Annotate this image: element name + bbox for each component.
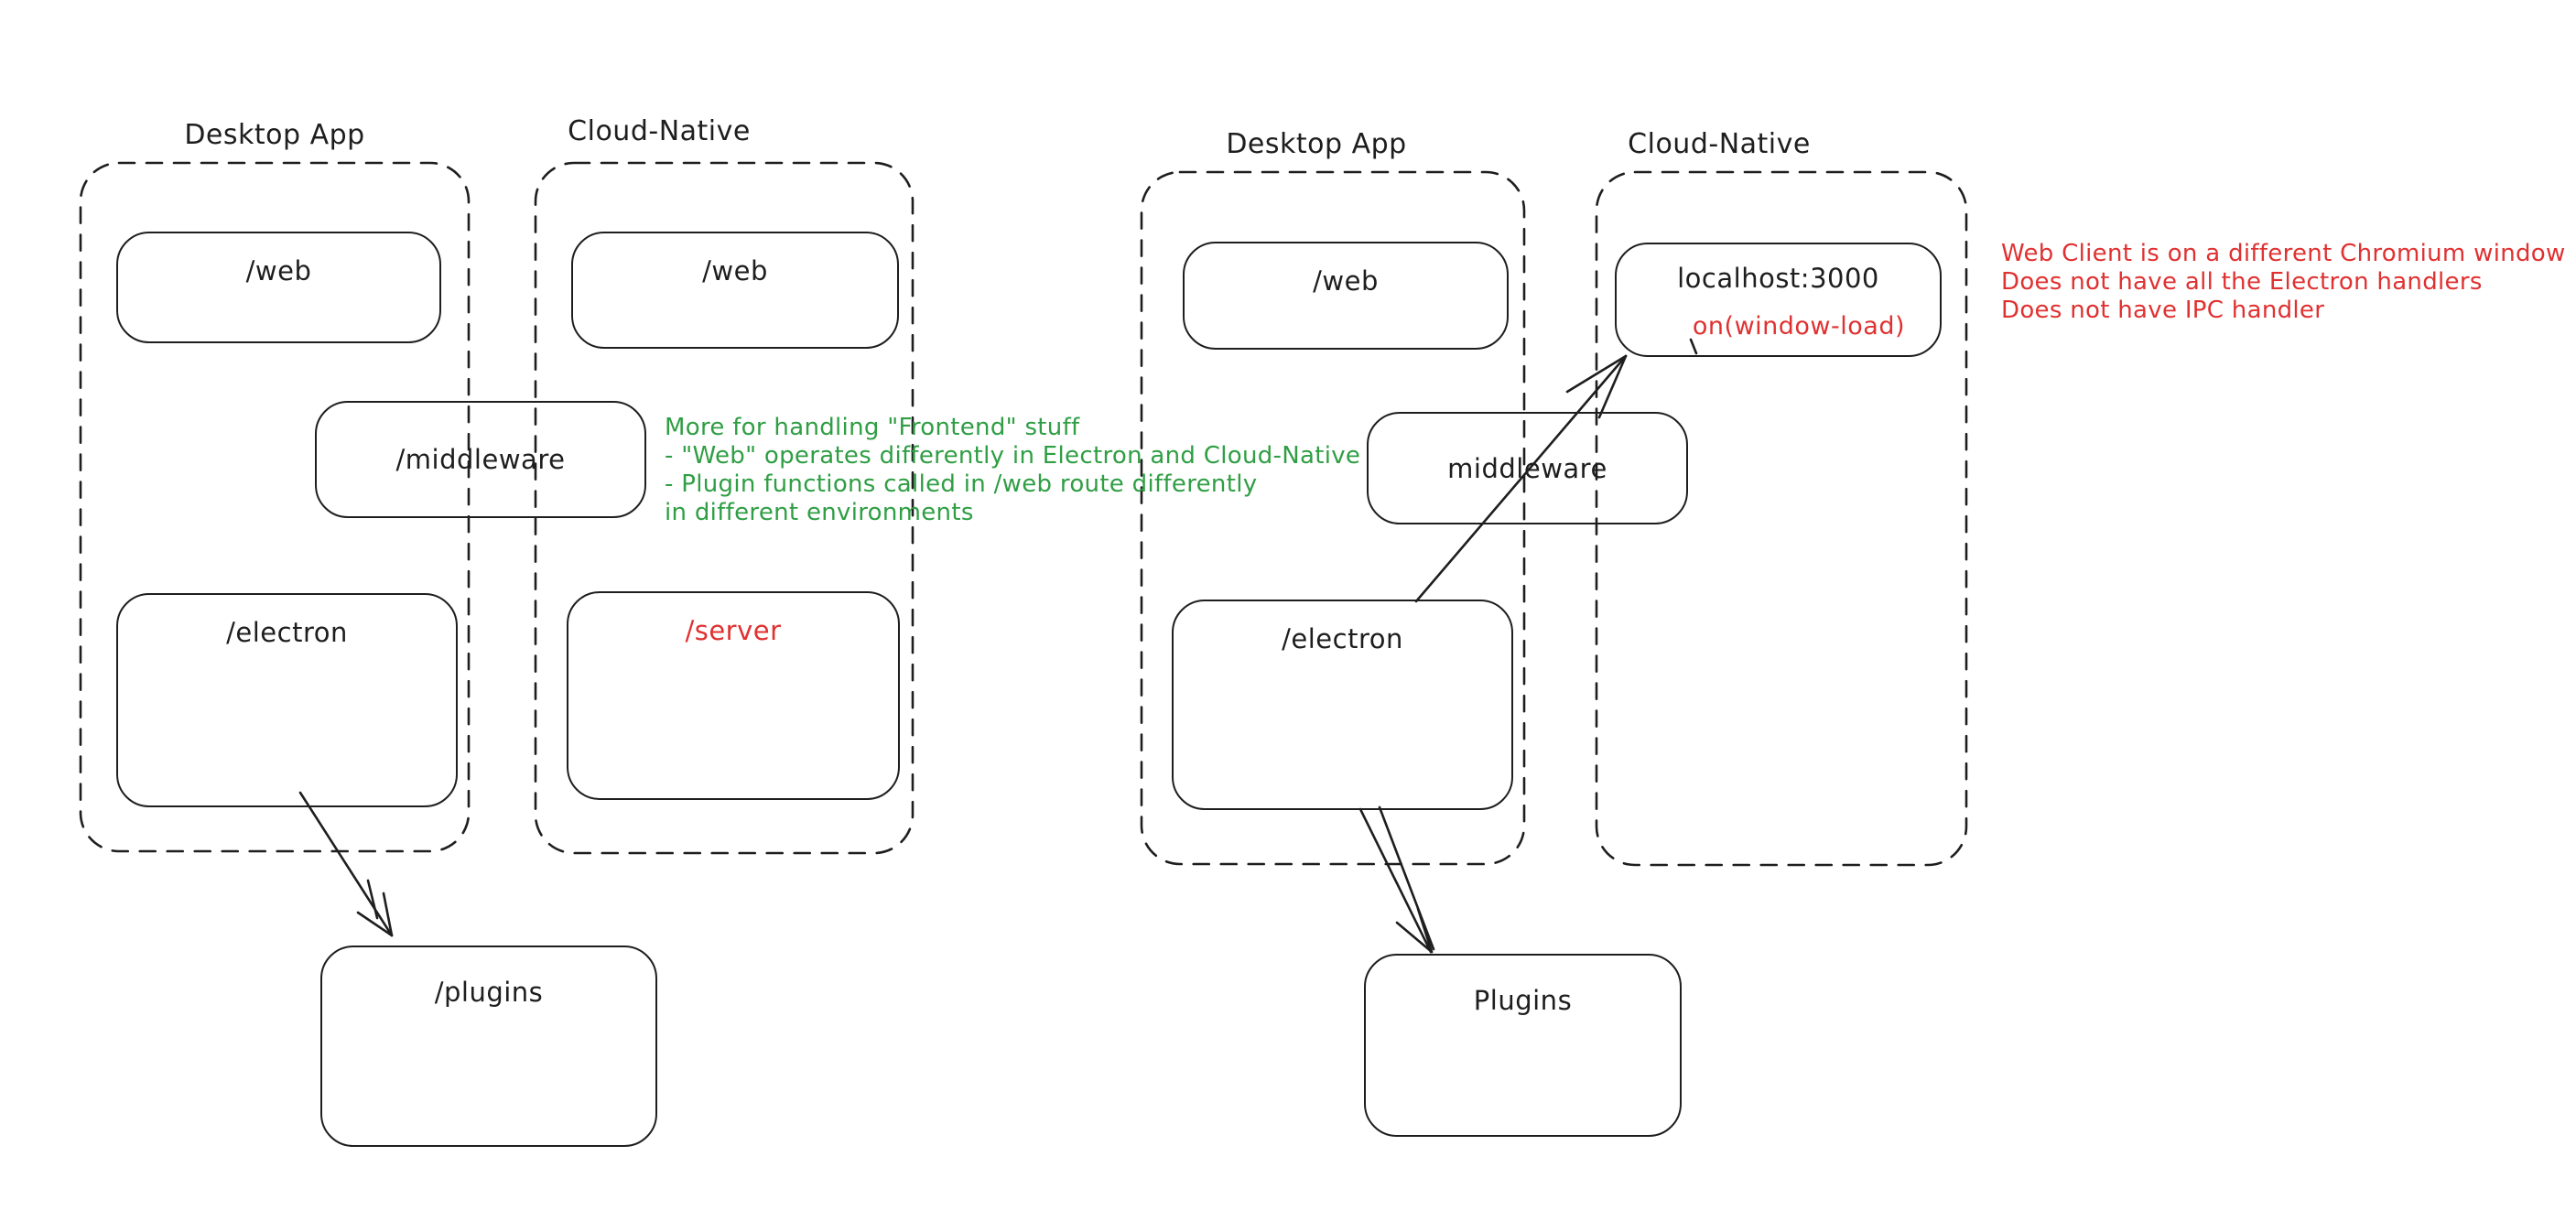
red-annotation-line: Does not have all the Electron handlers bbox=[2001, 268, 2483, 296]
green-annotation-line: More for handling "Frontend" stuff bbox=[665, 414, 1080, 441]
left-desktop-app-title: Desktop App bbox=[184, 119, 365, 151]
green-annotation-line: in different environments bbox=[665, 499, 974, 526]
arrow-electron-to-plugins-left[interactable] bbox=[298, 791, 394, 937]
right-cloud-native-title: Cloud-Native bbox=[1628, 128, 1811, 160]
left-middleware-label: /middleware bbox=[395, 444, 566, 475]
left-web-cloud-box[interactable]: /web bbox=[571, 232, 899, 349]
right-desktop-app-title: Desktop App bbox=[1226, 128, 1407, 160]
left-plugins-box[interactable]: /plugins bbox=[320, 946, 657, 1147]
green-annotation-line: - "Web" operates differently in Electron… bbox=[665, 442, 1361, 470]
left-electron-label: /electron bbox=[226, 617, 348, 648]
right-electron-label: /electron bbox=[1282, 623, 1403, 654]
left-server-label: /server bbox=[685, 615, 782, 646]
red-annotation-line: Does not have IPC handler bbox=[2001, 297, 2325, 324]
right-web-box[interactable]: /web bbox=[1183, 242, 1509, 350]
right-localhost-sub-label: on(window-load) bbox=[1692, 312, 1905, 340]
left-middleware-box[interactable]: /middleware bbox=[315, 401, 646, 518]
left-plugins-label: /plugins bbox=[434, 977, 544, 1008]
left-server-box[interactable]: /server bbox=[567, 591, 900, 800]
left-electron-box[interactable]: /electron bbox=[116, 593, 458, 807]
arrow-electron-to-plugins-right[interactable] bbox=[1358, 805, 1435, 954]
green-annotation-line: - Plugin functions called in /web route … bbox=[665, 470, 1258, 498]
right-middleware-label: middleware bbox=[1447, 452, 1607, 484]
red-annotation[interactable]: Web Client is on a different Chromium wi… bbox=[2001, 240, 2566, 325]
green-annotation[interactable]: More for handling "Frontend" stuff - "We… bbox=[665, 414, 1360, 527]
left-cloud-native-title: Cloud-Native bbox=[568, 115, 751, 147]
left-web-desktop-box[interactable]: /web bbox=[116, 232, 441, 343]
right-localhost-box[interactable]: localhost:3000 on(window-load) bbox=[1615, 243, 1942, 357]
right-electron-box[interactable]: /electron bbox=[1172, 600, 1513, 810]
right-web-label: /web bbox=[1313, 265, 1379, 297]
red-annotation-line: Web Client is on a different Chromium wi… bbox=[2001, 240, 2566, 267]
right-middleware-box[interactable]: middleware bbox=[1367, 412, 1688, 524]
left-web-cloud-label: /web bbox=[702, 255, 768, 286]
right-plugins-box[interactable]: Plugins bbox=[1364, 954, 1682, 1137]
left-web-desktop-label: /web bbox=[245, 255, 312, 286]
right-plugins-label: Plugins bbox=[1473, 985, 1573, 1016]
right-localhost-label: localhost:3000 bbox=[1677, 263, 1879, 294]
